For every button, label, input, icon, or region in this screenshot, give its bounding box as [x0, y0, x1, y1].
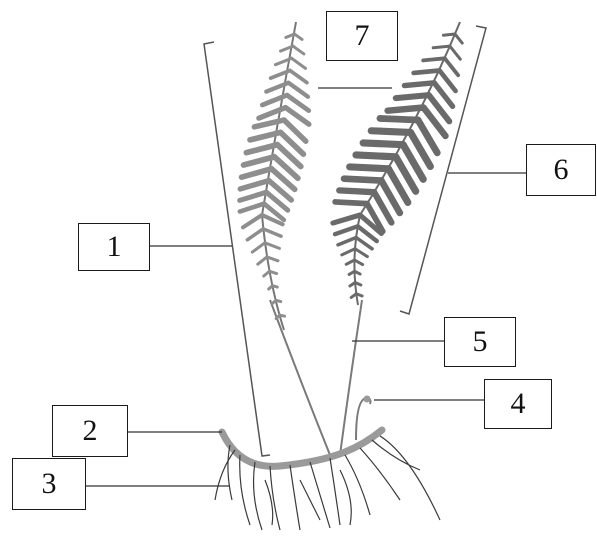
pinna [356, 155, 396, 157]
pinna [259, 108, 286, 119]
pinna [404, 83, 434, 86]
pinna [445, 58, 458, 75]
pinna [414, 71, 440, 73]
pinna [433, 46, 450, 48]
label-1: 1 [78, 223, 150, 271]
pinna [455, 34, 462, 43]
pinna [388, 108, 424, 111]
label-4: 4 [484, 379, 552, 429]
pinna [240, 181, 269, 189]
label-7: 7 [326, 11, 398, 61]
pinna [269, 286, 273, 289]
pinna [263, 229, 281, 236]
pinna [344, 179, 381, 181]
pinna [247, 229, 263, 240]
stem-right [340, 300, 362, 455]
label-3: 3 [12, 458, 86, 510]
label-5: 5 [444, 317, 516, 367]
pinna [350, 283, 355, 286]
label-6: 6 [526, 144, 596, 196]
fiddlehead-tip [364, 396, 371, 403]
pinna [351, 294, 356, 298]
pinna [356, 238, 372, 249]
frond-left-pinnae [240, 34, 309, 319]
pinna [290, 71, 307, 83]
pinna [258, 257, 267, 264]
fiddlehead [356, 398, 371, 440]
pinna [423, 58, 444, 60]
pinna [272, 300, 276, 303]
pinna [240, 192, 267, 200]
pinna [371, 131, 410, 133]
pinna [262, 95, 287, 105]
pinna [450, 46, 460, 59]
pinna [396, 95, 429, 98]
pinna [242, 169, 272, 177]
frond-right-rachis [354, 22, 460, 305]
pinna [243, 215, 262, 227]
pinna [346, 260, 354, 264]
pinna [333, 215, 360, 223]
bracket-right [400, 26, 486, 314]
pinna [265, 243, 280, 249]
frond-right-pinnae [333, 34, 462, 297]
pinna [355, 249, 367, 257]
pinna [335, 226, 358, 234]
stem-left [270, 300, 330, 455]
pinna [338, 238, 356, 245]
label-2: 2 [52, 405, 128, 457]
pinna [292, 58, 306, 68]
pinna [335, 202, 367, 204]
rhizome [222, 430, 382, 466]
pinna [289, 83, 308, 97]
pinna [252, 243, 265, 252]
pinna [342, 249, 355, 255]
pinna [380, 118, 418, 120]
pinna [293, 46, 304, 54]
pinna [443, 34, 455, 35]
leader-lines [86, 88, 526, 486]
pinna [264, 271, 270, 276]
pinna [440, 71, 456, 91]
pinna [240, 204, 264, 212]
pinna [254, 120, 284, 127]
pinna [363, 143, 403, 145]
pinna [350, 167, 389, 169]
pinna [339, 190, 374, 192]
